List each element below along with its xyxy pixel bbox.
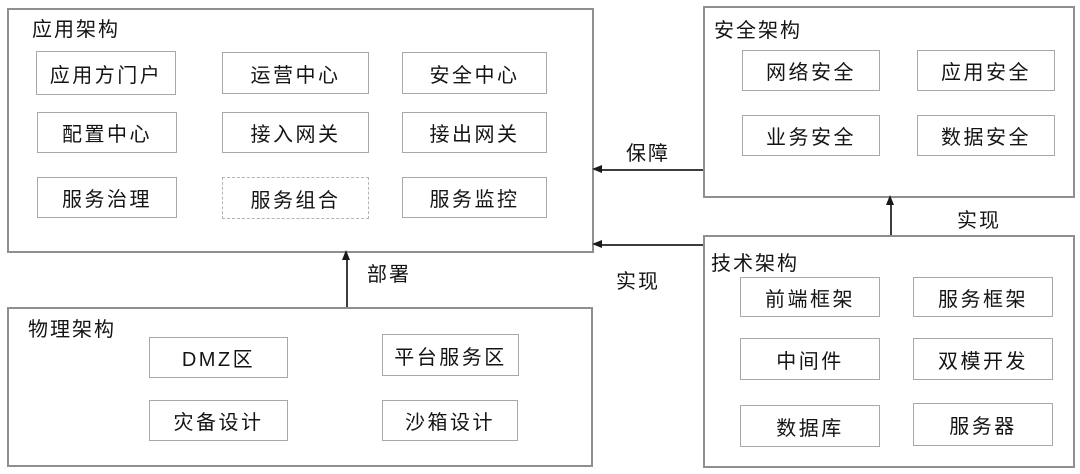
node-middleware: 中间件 <box>740 338 880 380</box>
panel-physical-architecture-title: 物理架构 <box>28 319 116 341</box>
panel-technical-architecture-title: 技术架构 <box>711 253 799 275</box>
arrow-deploy-line <box>346 258 348 307</box>
node-platform-service-zone: 平台服务区 <box>382 334 519 376</box>
panel-security-architecture-title: 安全架构 <box>714 20 802 42</box>
panel-security-architecture: 安全架构 网络安全 应用安全 业务安全 数据安全 <box>703 6 1075 198</box>
node-business-security: 业务安全 <box>742 115 880 156</box>
node-service-governance: 服务治理 <box>37 177 177 218</box>
node-service-framework: 服务框架 <box>913 277 1053 317</box>
arrow-guarantee-label: 保障 <box>626 143 670 165</box>
node-bimodal-development: 双模开发 <box>913 338 1053 380</box>
node-server: 服务器 <box>913 403 1053 446</box>
arrow-implement-security-head-icon <box>886 195 894 205</box>
panel-application-architecture-title: 应用架构 <box>32 19 120 41</box>
arrow-deploy-head-icon <box>342 250 350 260</box>
arrow-implement-app-head-icon <box>592 240 602 248</box>
arrow-guarantee-head-icon <box>592 165 602 173</box>
node-application-security: 应用安全 <box>917 50 1055 91</box>
panel-technical-architecture: 技术架构 前端框架 服务框架 中间件 双模开发 数据库 服务器 <box>703 235 1075 468</box>
node-outbound-gateway: 接出网关 <box>402 112 547 153</box>
node-service-composition: 服务组合 <box>222 177 369 219</box>
node-inbound-gateway: 接入网关 <box>222 112 369 153</box>
arrow-implement-security-label: 实现 <box>957 210 1001 232</box>
node-disaster-recovery-design: 灾备设计 <box>149 400 288 441</box>
node-operations-center: 运营中心 <box>222 52 369 94</box>
node-dmz-zone: DMZ区 <box>149 337 288 378</box>
arrow-deploy-label: 部署 <box>367 264 411 286</box>
arrow-implement-security-line <box>890 203 892 235</box>
node-data-security: 数据安全 <box>917 115 1055 156</box>
panel-physical-architecture: 物理架构 DMZ区 平台服务区 灾备设计 沙箱设计 <box>7 307 593 467</box>
arrow-guarantee-line <box>600 169 703 171</box>
arrow-implement-app-label: 实现 <box>616 271 660 293</box>
node-security-center: 安全中心 <box>402 52 547 94</box>
node-sandbox-design: 沙箱设计 <box>382 400 518 441</box>
panel-application-architecture: 应用架构 应用方门户 运营中心 安全中心 配置中心 接入网关 接出网关 服务治理… <box>7 8 594 253</box>
arrow-implement-app-line <box>600 244 703 246</box>
node-frontend-framework: 前端框架 <box>740 277 880 317</box>
node-service-monitoring: 服务监控 <box>402 177 547 218</box>
node-network-security: 网络安全 <box>742 50 880 91</box>
node-database: 数据库 <box>740 405 880 447</box>
node-config-center: 配置中心 <box>37 112 177 153</box>
node-app-portal: 应用方门户 <box>36 51 176 95</box>
